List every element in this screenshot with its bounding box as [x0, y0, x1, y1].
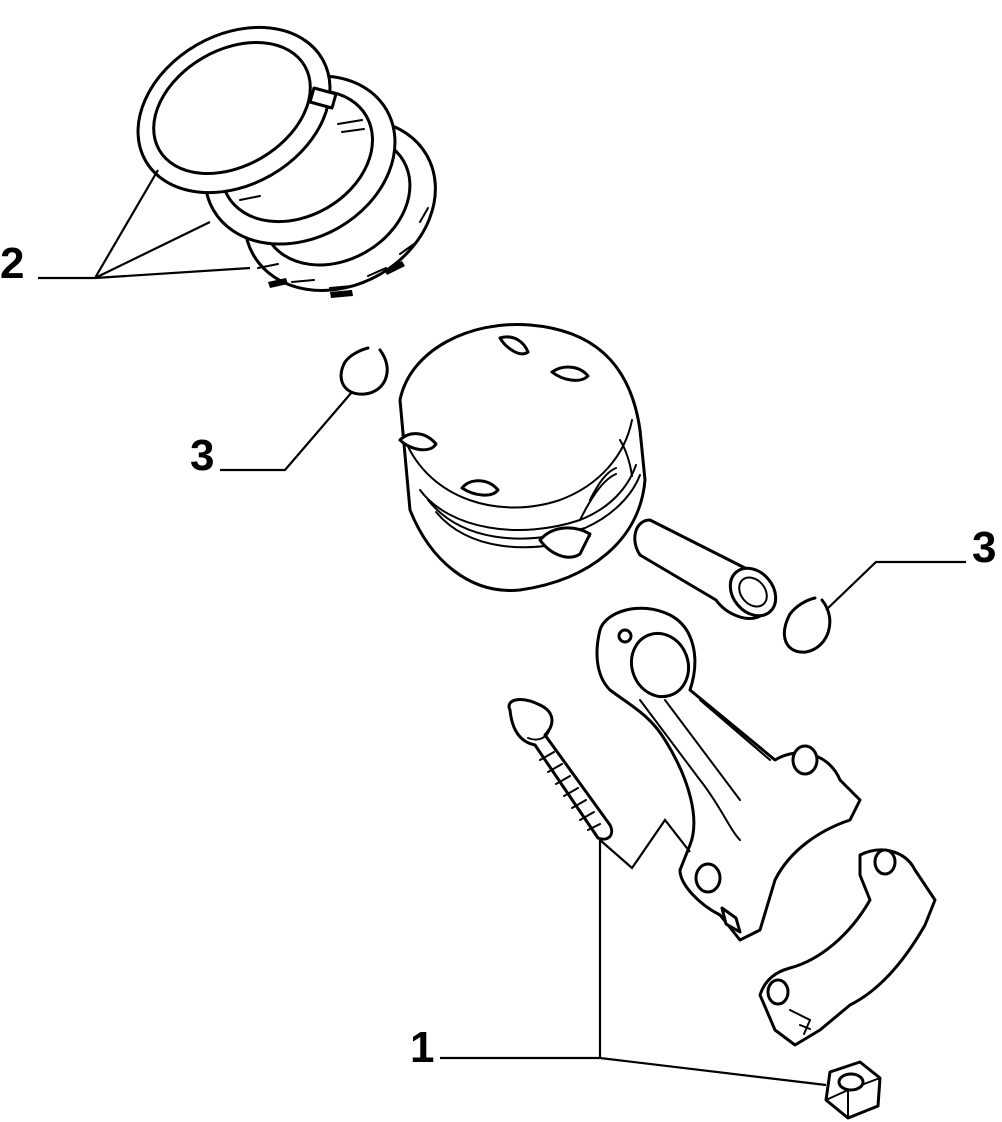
leader-2 [38, 169, 251, 280]
rod-bolt [507, 698, 614, 841]
rod-nut [824, 1060, 882, 1120]
piston-rings [136, 25, 437, 298]
circlip-right [782, 596, 832, 654]
callout-3-left: 3 [190, 431, 214, 480]
leader-3-left [220, 391, 353, 472]
leader-lines [38, 169, 966, 1087]
callout-2: 2 [0, 239, 24, 288]
leader-3-right [825, 560, 966, 611]
leader-1 [440, 818, 827, 1087]
circlip-left [339, 346, 389, 396]
connecting-rod [595, 606, 862, 942]
piston [398, 322, 647, 592]
piston-ring-top [136, 25, 338, 195]
piston-pin [633, 518, 778, 620]
callout-1: 1 [410, 1023, 434, 1072]
callout-3-right: 3 [972, 523, 996, 572]
connecting-rod-cap [758, 848, 937, 1047]
